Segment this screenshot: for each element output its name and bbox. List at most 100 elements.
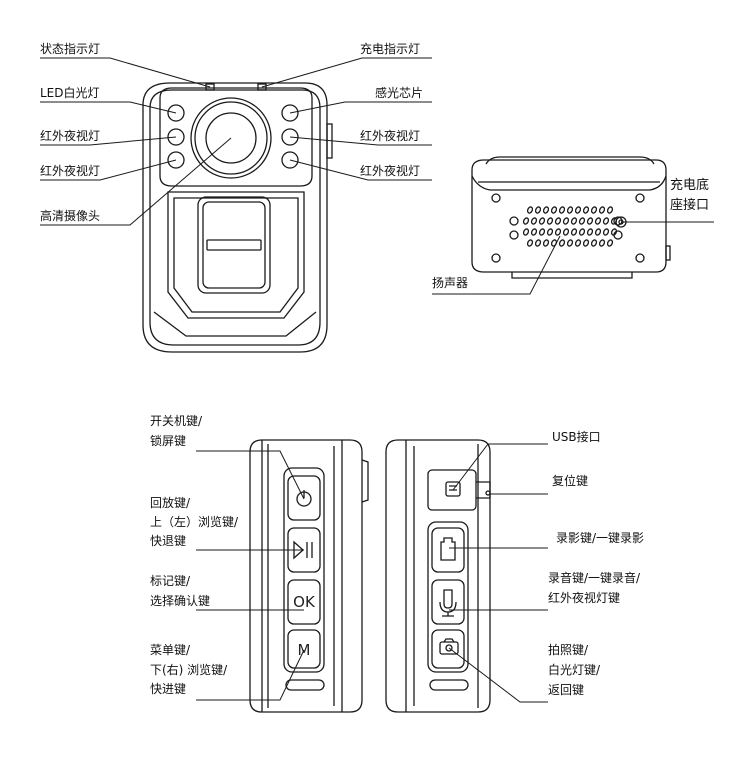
leader-lines — [40, 57, 714, 703]
menu-key-button[interactable] — [287, 629, 321, 669]
power-key-label-2: 锁屏键 — [150, 434, 187, 448]
light-sensor-icon — [281, 104, 299, 122]
audio-key-button[interactable] — [431, 579, 465, 625]
bottom-view — [471, 156, 671, 279]
speaker-hole-icon — [594, 217, 602, 225]
leader-photo-key — [448, 647, 548, 703]
speaker-hole-icon — [574, 239, 582, 247]
bottom-foot — [511, 272, 633, 279]
speaker-hole-icon — [602, 217, 610, 225]
reset-label: 复位键 — [552, 474, 589, 488]
speaker-hole-icon — [570, 217, 578, 225]
speaker-hole-icon — [538, 217, 546, 225]
mark-key-label-2: 选择确认键 — [150, 594, 211, 608]
speaker-hole-icon — [562, 228, 570, 236]
record-key-label: 录影键/一键录影 — [556, 531, 645, 545]
photo-key-label-1: 拍照键/ — [548, 643, 589, 657]
mark-key-label-1: 标记键/ — [150, 574, 191, 588]
leader-ir-left-1 — [40, 136, 177, 146]
ir-left-1-icon — [167, 128, 185, 146]
speaker-hole-icon — [606, 239, 614, 247]
speaker-hole-icon — [522, 228, 530, 236]
speaker-hole-icon — [530, 228, 538, 236]
front-top-panel — [159, 87, 313, 187]
playback-key-label-2: 上（左）浏览键/ — [150, 515, 239, 529]
front-view — [142, 82, 333, 353]
status-led-window — [205, 83, 215, 91]
bottom-screw-tr-icon — [635, 193, 645, 203]
photo-key-label-2: 白光灯键/ — [548, 663, 601, 677]
speaker-hole-icon — [586, 228, 594, 236]
speaker-hole-icon — [534, 239, 542, 247]
speaker-hole-icon — [550, 206, 558, 214]
reset-hole-icon — [485, 490, 491, 496]
power-key-label-1: 开关机键/ — [150, 414, 203, 428]
speaker-hole-icon — [598, 206, 606, 214]
speaker-hole-icon — [570, 228, 578, 236]
speaker-hole-icon — [534, 206, 542, 214]
front-body-inner — [149, 89, 321, 346]
usb-panel — [427, 469, 477, 511]
leader-ir-right-1 — [289, 136, 432, 146]
ir-left-1-label: 红外夜视灯 — [40, 129, 101, 143]
charge-led-window — [257, 83, 267, 91]
speaker-hole-icon — [610, 217, 618, 225]
speaker-hole-icon — [538, 228, 546, 236]
front-lower-inner — [173, 197, 299, 313]
ir-right-2-icon — [281, 151, 299, 169]
photo-key-button[interactable] — [431, 629, 465, 669]
speaker-hole-icon — [554, 228, 562, 236]
speaker-hole-icon — [606, 206, 614, 214]
speaker-hole-icon — [546, 217, 554, 225]
right-side-view — [385, 439, 491, 713]
led-white-light-icon — [167, 104, 185, 122]
mark-key-button[interactable] — [287, 579, 321, 625]
record-key-button[interactable] — [431, 527, 465, 573]
leader-ir-right-2 — [289, 159, 432, 181]
leader-ir-left-2 — [40, 159, 177, 181]
speaker-hole-icon — [542, 206, 550, 214]
leader-status-led — [40, 57, 211, 88]
ir-right-2-label: 红外夜视灯 — [360, 164, 421, 178]
bottom-hole-icon — [509, 230, 519, 240]
leader-charge-led — [261, 57, 432, 88]
bottom-hole-icon — [509, 216, 519, 226]
camera-icon-top — [443, 638, 455, 643]
menu-key-label-2: 下(右) 浏览键/ — [150, 663, 228, 677]
speaker-hole-icon — [558, 239, 566, 247]
front-button-panel — [197, 196, 271, 294]
speaker-hole-icon — [574, 206, 582, 214]
bottom-ridge-curve — [471, 175, 667, 191]
speaker-hole-icon — [522, 217, 530, 225]
speaker-hole-icon — [594, 228, 602, 236]
bottom-body — [471, 159, 667, 273]
speaker-hole-icon — [582, 239, 590, 247]
camera-icon-lens — [445, 644, 453, 652]
power-key-button[interactable] — [287, 475, 321, 521]
charging-dock-label-1: 充电底 — [670, 178, 710, 193]
reset-tab — [476, 481, 491, 499]
front-button-panel-inner — [202, 201, 266, 289]
speaker-hole-icon — [566, 239, 574, 247]
front-slot — [206, 239, 262, 251]
leader-menu-key — [196, 649, 305, 701]
left-side-view — [249, 439, 369, 713]
ir-right-1-label: 红外夜视灯 — [360, 129, 421, 143]
leader-led-white — [40, 101, 177, 114]
front-lower-panel — [167, 191, 305, 319]
front-body-outline — [142, 82, 328, 353]
bottom-side-latch — [665, 245, 671, 261]
playback-key-label-1: 回放键/ — [150, 496, 191, 510]
left-side-button-column — [283, 467, 325, 673]
led-white-light-label: LED白光灯 — [40, 86, 100, 100]
bottom-hole-icon — [613, 216, 623, 226]
camera-mid-ring — [194, 101, 268, 175]
charging-dock-label-2: 座接口 — [670, 198, 710, 213]
speaker-hole-icon — [610, 228, 618, 236]
speaker-hole-icon — [598, 239, 606, 247]
camera-icon-body — [439, 641, 459, 655]
camera-label: 高清摄像头 — [40, 209, 101, 223]
ir-left-2-label: 红外夜视灯 — [40, 164, 101, 178]
audio-key-label-2: 红外夜视灯键 — [548, 591, 621, 605]
